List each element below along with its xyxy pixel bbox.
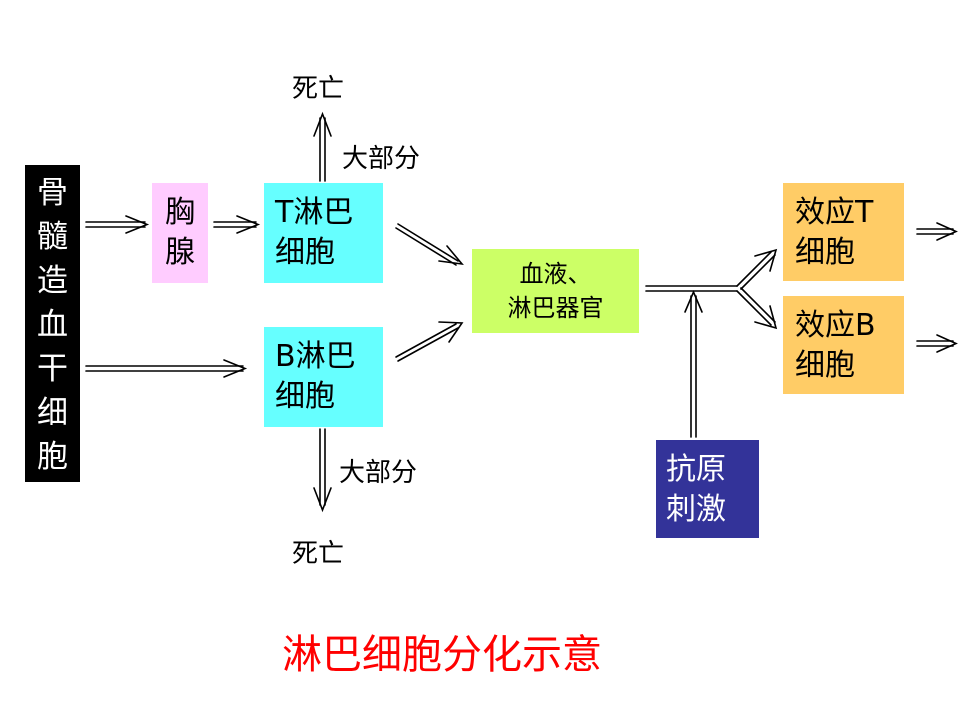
arrow-fork-to-effector-t — [736, 248, 778, 290]
effector-t-line2: 细胞 — [795, 235, 855, 270]
thymus-line2: 腺 — [165, 235, 195, 270]
effector-b-box: 效应B 细胞 — [783, 296, 904, 394]
blood-lymph-line2: 淋巴器官 — [507, 294, 604, 322]
arrow-marrow-to-b — [85, 359, 248, 378]
arrow-thymus-to-t — [213, 215, 261, 234]
arrow-effector-b-out — [916, 334, 958, 353]
arrow-t-to-death — [313, 111, 332, 182]
b-majority-label: 大部分 — [339, 458, 418, 488]
t-lymphocyte-line2: 细胞 — [275, 235, 335, 270]
b-lymphocyte-line2: 细胞 — [275, 379, 335, 414]
effector-b-line2: 细胞 — [795, 348, 855, 383]
blood-lymph-line1: 血液、 — [519, 260, 592, 288]
b-lymphocyte-line1: B淋巴 — [275, 339, 356, 374]
bone-marrow-box: 骨 髓 造 血 干 细 胞 — [25, 165, 80, 482]
arrow-b-to-death — [313, 428, 332, 513]
diagram-caption: 淋巴细胞分化示意 — [282, 632, 602, 678]
bone-marrow-char: 髓 — [37, 219, 68, 255]
t-death-label: 死亡 — [292, 74, 345, 104]
t-lymphocyte-box: T淋巴 细胞 — [264, 183, 383, 283]
arrow-b-to-organs — [395, 321, 464, 362]
arrow-effector-t-out — [916, 222, 958, 241]
bone-marrow-char: 血 — [37, 307, 68, 343]
thymus-line1: 胸 — [165, 195, 195, 230]
b-death-label: 死亡 — [292, 539, 345, 569]
arrow-antigen-up — [684, 289, 703, 438]
thymus-box: 胸 腺 — [152, 183, 208, 283]
bone-marrow-char: 骨 — [37, 175, 68, 211]
arrow-t-to-organs — [395, 223, 464, 266]
antigen-stimulation-box: 抗原 刺激 — [656, 440, 759, 538]
arrow-fork-to-effector-b — [736, 287, 778, 330]
bone-marrow-char: 胞 — [37, 439, 68, 475]
line-organs-to-fork — [645, 285, 738, 292]
effector-t-box: 效应T 细胞 — [783, 183, 904, 281]
b-lymphocyte-box: B淋巴 细胞 — [264, 327, 383, 427]
effector-t-line1: 效应T — [795, 195, 874, 230]
bone-marrow-char: 细 — [37, 395, 68, 431]
bone-marrow-char: 造 — [37, 263, 68, 299]
blood-lymph-organs-box: 血液、 淋巴器官 — [472, 249, 639, 333]
antigen-line2: 刺激 — [666, 492, 726, 527]
t-lymphocyte-line1: T淋巴 — [275, 195, 354, 230]
t-majority-label: 大部分 — [342, 144, 421, 174]
effector-b-line1: 效应B — [795, 308, 876, 343]
bone-marrow-char: 干 — [37, 351, 68, 387]
antigen-line1: 抗原 — [666, 452, 726, 487]
arrow-marrow-to-thymus — [85, 215, 150, 234]
